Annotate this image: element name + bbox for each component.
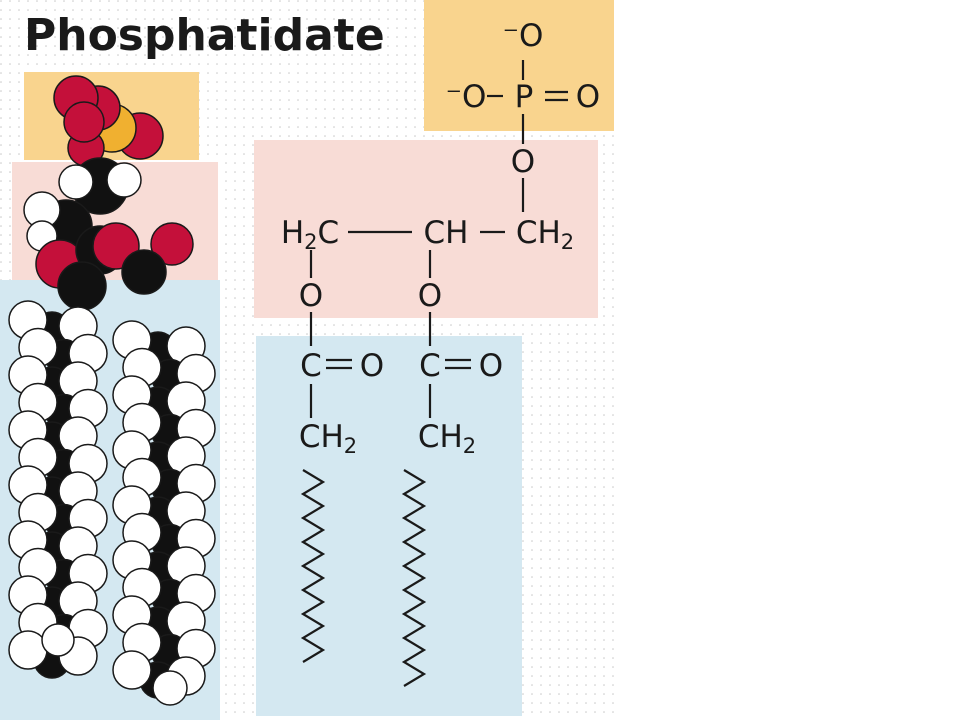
carbon-atom-sphere xyxy=(121,249,167,295)
phosphate-double-oxygen: O xyxy=(576,79,600,115)
oxygen-atom-sphere xyxy=(63,101,105,143)
carbon-atom-sphere xyxy=(57,261,107,311)
carbonyl-oxygen-right: O xyxy=(479,348,503,384)
fatty-acid-chain-left xyxy=(300,469,326,663)
phosphate-bridge-oxygen: O xyxy=(511,144,535,180)
fatty-acid-chain-right xyxy=(401,469,427,687)
formula-glycerol-region xyxy=(254,140,598,318)
atom-spheres xyxy=(8,75,216,706)
hydrogen-atom-sphere xyxy=(152,670,188,706)
formula-phosphate-region xyxy=(424,0,614,131)
structural-formula: ⁻O ⁻O P O O H2C CH CH2 O O C O C O CH2 C… xyxy=(254,0,614,716)
carbonyl-oxygen-left: O xyxy=(360,348,384,384)
carbonyl-carbon-right: C xyxy=(419,348,441,384)
glycerol-c2-label: CH xyxy=(424,215,469,251)
hydrogen-atom-sphere xyxy=(41,623,75,657)
glycerol-c1-label: H2C xyxy=(281,215,339,254)
ester-oxygen-right: O xyxy=(418,278,442,314)
chain-ch2-right: CH2 xyxy=(418,419,476,458)
hydrogen-atom-sphere xyxy=(8,630,48,670)
space-filling-model xyxy=(0,72,220,720)
formula-fatty-acid-region xyxy=(256,336,522,716)
ester-oxygen-left: O xyxy=(299,278,323,314)
diagram-title: Phosphatidate xyxy=(24,10,385,61)
phosphate-left-oxygen: ⁻O xyxy=(446,79,487,115)
carbonyl-carbon-left: C xyxy=(300,348,322,384)
hydrogen-atom-sphere xyxy=(106,162,142,198)
oxygen-atom-sphere xyxy=(150,222,194,266)
glycerol-c3-label: CH2 xyxy=(516,215,574,254)
chain-ch2-left: CH2 xyxy=(299,419,357,458)
phosphate-top-oxygen: ⁻O xyxy=(503,18,544,54)
hydrogen-atom-sphere xyxy=(112,650,152,690)
phosphorus-atom: P xyxy=(515,79,534,115)
hydrogen-atom-sphere xyxy=(58,164,94,200)
